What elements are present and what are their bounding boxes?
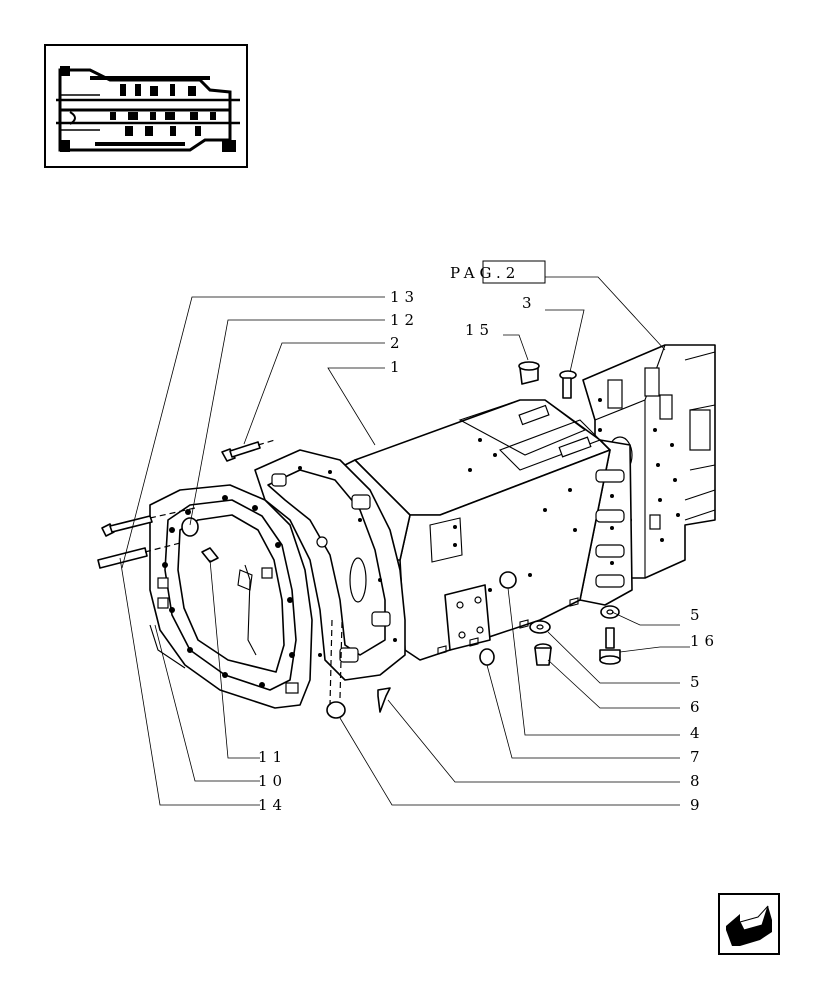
callout-labels: 13 12 2 1 3 15 5 16 5 6 4 7 8 9 11 10 14: [258, 288, 719, 814]
part-8-cotter-pin[interactable]: [377, 687, 391, 713]
housing-front-flange: [254, 449, 406, 681]
leader-lines: [119, 276, 690, 806]
callout-5-lower: 5: [690, 673, 705, 691]
callout-12: 12: [390, 311, 419, 329]
back-arrow-icon[interactable]: [718, 893, 780, 955]
callout-5-upper: 5: [690, 606, 705, 624]
callout-14: 14: [258, 796, 287, 814]
page-reference[interactable]: PAG.2: [450, 260, 546, 284]
bell-housing: [149, 484, 313, 709]
transmission-section-thumbnail[interactable]: [44, 44, 248, 168]
callout-7: 7: [690, 748, 705, 766]
callout-15: 15: [465, 321, 494, 339]
alignment-line: [339, 621, 343, 699]
part-5-washer-lower[interactable]: [529, 620, 551, 634]
part-4-bushing[interactable]: [499, 571, 517, 589]
callout-2: 2: [390, 334, 405, 352]
callout-16: 16: [690, 632, 719, 650]
part-13-bolt[interactable]: [101, 507, 196, 537]
callout-9: 9: [690, 796, 705, 814]
part-3-screw[interactable]: [559, 370, 577, 399]
callout-10: 10: [258, 772, 287, 790]
part-11-pin[interactable]: [201, 547, 219, 563]
alignment-line: [329, 619, 333, 706]
callout-8: 8: [690, 772, 705, 790]
part-2-bolt[interactable]: [221, 439, 276, 462]
part-5-washer-upper[interactable]: [600, 605, 620, 619]
part-6-plug[interactable]: [534, 643, 552, 666]
callout-3: 3: [522, 294, 537, 312]
page-reference-label: PAG.2: [450, 264, 520, 282]
part-12-bushing[interactable]: [181, 517, 199, 537]
part-14-stud[interactable]: [97, 542, 181, 569]
callout-1: 1: [390, 358, 405, 376]
part-15-plug[interactable]: [518, 361, 540, 385]
callout-13: 13: [390, 288, 419, 306]
part-7-bushing[interactable]: [479, 648, 495, 666]
callout-6: 6: [690, 698, 705, 716]
callout-4: 4: [690, 724, 705, 742]
callout-11: 11: [258, 748, 287, 766]
part-9-bushing[interactable]: [326, 701, 346, 719]
part-16-plug[interactable]: [599, 627, 621, 665]
